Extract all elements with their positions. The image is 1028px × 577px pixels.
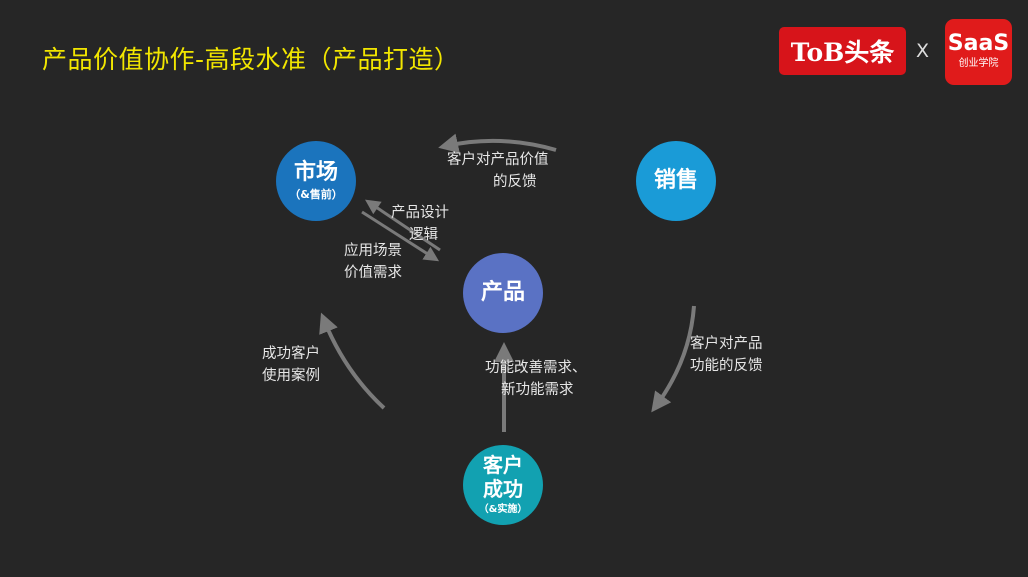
label-line: 新功能需求: [501, 382, 574, 398]
node-cs-sub: （&实施）: [478, 504, 528, 515]
label-line: 成功客户: [262, 346, 320, 362]
node-product: 产品: [463, 253, 543, 333]
node-sales-label: 销售: [653, 168, 698, 193]
arrow-sales-to-cs: [651, 305, 696, 413]
label-line: 功能的反馈: [690, 358, 763, 374]
tob-logo: ToB头条: [779, 27, 906, 75]
label-scenario-value-needs: 应用场景 价值需求: [344, 240, 402, 284]
node-sales: 销售: [636, 141, 716, 221]
arrow-sales-to-market: [438, 133, 557, 154]
label-product-design-logic: 产品设计 逻辑: [391, 202, 449, 246]
label-line: 功能改善需求、: [485, 360, 587, 376]
saas-logo-main: SaaS: [947, 31, 1010, 56]
arrow-cs-to-market: [319, 312, 386, 410]
label-line: 客户对产品: [690, 336, 763, 352]
node-customer-success: 客户 成功 （&实施）: [463, 445, 543, 525]
saas-logo: SaaS 创业学院: [945, 19, 1012, 85]
label-line: 产品设计: [391, 205, 449, 221]
node-market: 市场 （&售前）: [276, 141, 356, 221]
label-line: 客户对产品价值: [447, 152, 549, 168]
node-market-label: 市场: [293, 160, 338, 185]
label-customer-feedback-value: 客户对产品价值 的反馈: [447, 149, 549, 193]
saas-logo-sub: 创业学院: [958, 58, 999, 69]
node-market-sub: （&售前）: [289, 188, 343, 201]
node-cs-label-1: 客户: [483, 453, 523, 477]
label-line: 的反馈: [493, 174, 537, 190]
page-title: 产品价值协作-高段水准（产品打造）: [42, 45, 460, 74]
label-line: 逻辑: [409, 227, 438, 243]
label-line: 价值需求: [344, 265, 402, 281]
node-product-label: 产品: [480, 280, 525, 305]
logo-separator: X: [916, 40, 930, 62]
label-success-cases: 成功客户 使用案例: [262, 343, 320, 387]
label-feature-improvement: 功能改善需求、 新功能需求: [485, 357, 587, 401]
arrow-product-to-market: [365, 199, 441, 252]
label-line: 使用案例: [262, 368, 320, 384]
node-cs-label-2: 成功: [483, 477, 523, 501]
label-line: 应用场景: [344, 243, 402, 259]
label-customer-feedback-function: 客户对产品 功能的反馈: [690, 333, 763, 377]
arrow-market-to-product: [361, 210, 440, 262]
